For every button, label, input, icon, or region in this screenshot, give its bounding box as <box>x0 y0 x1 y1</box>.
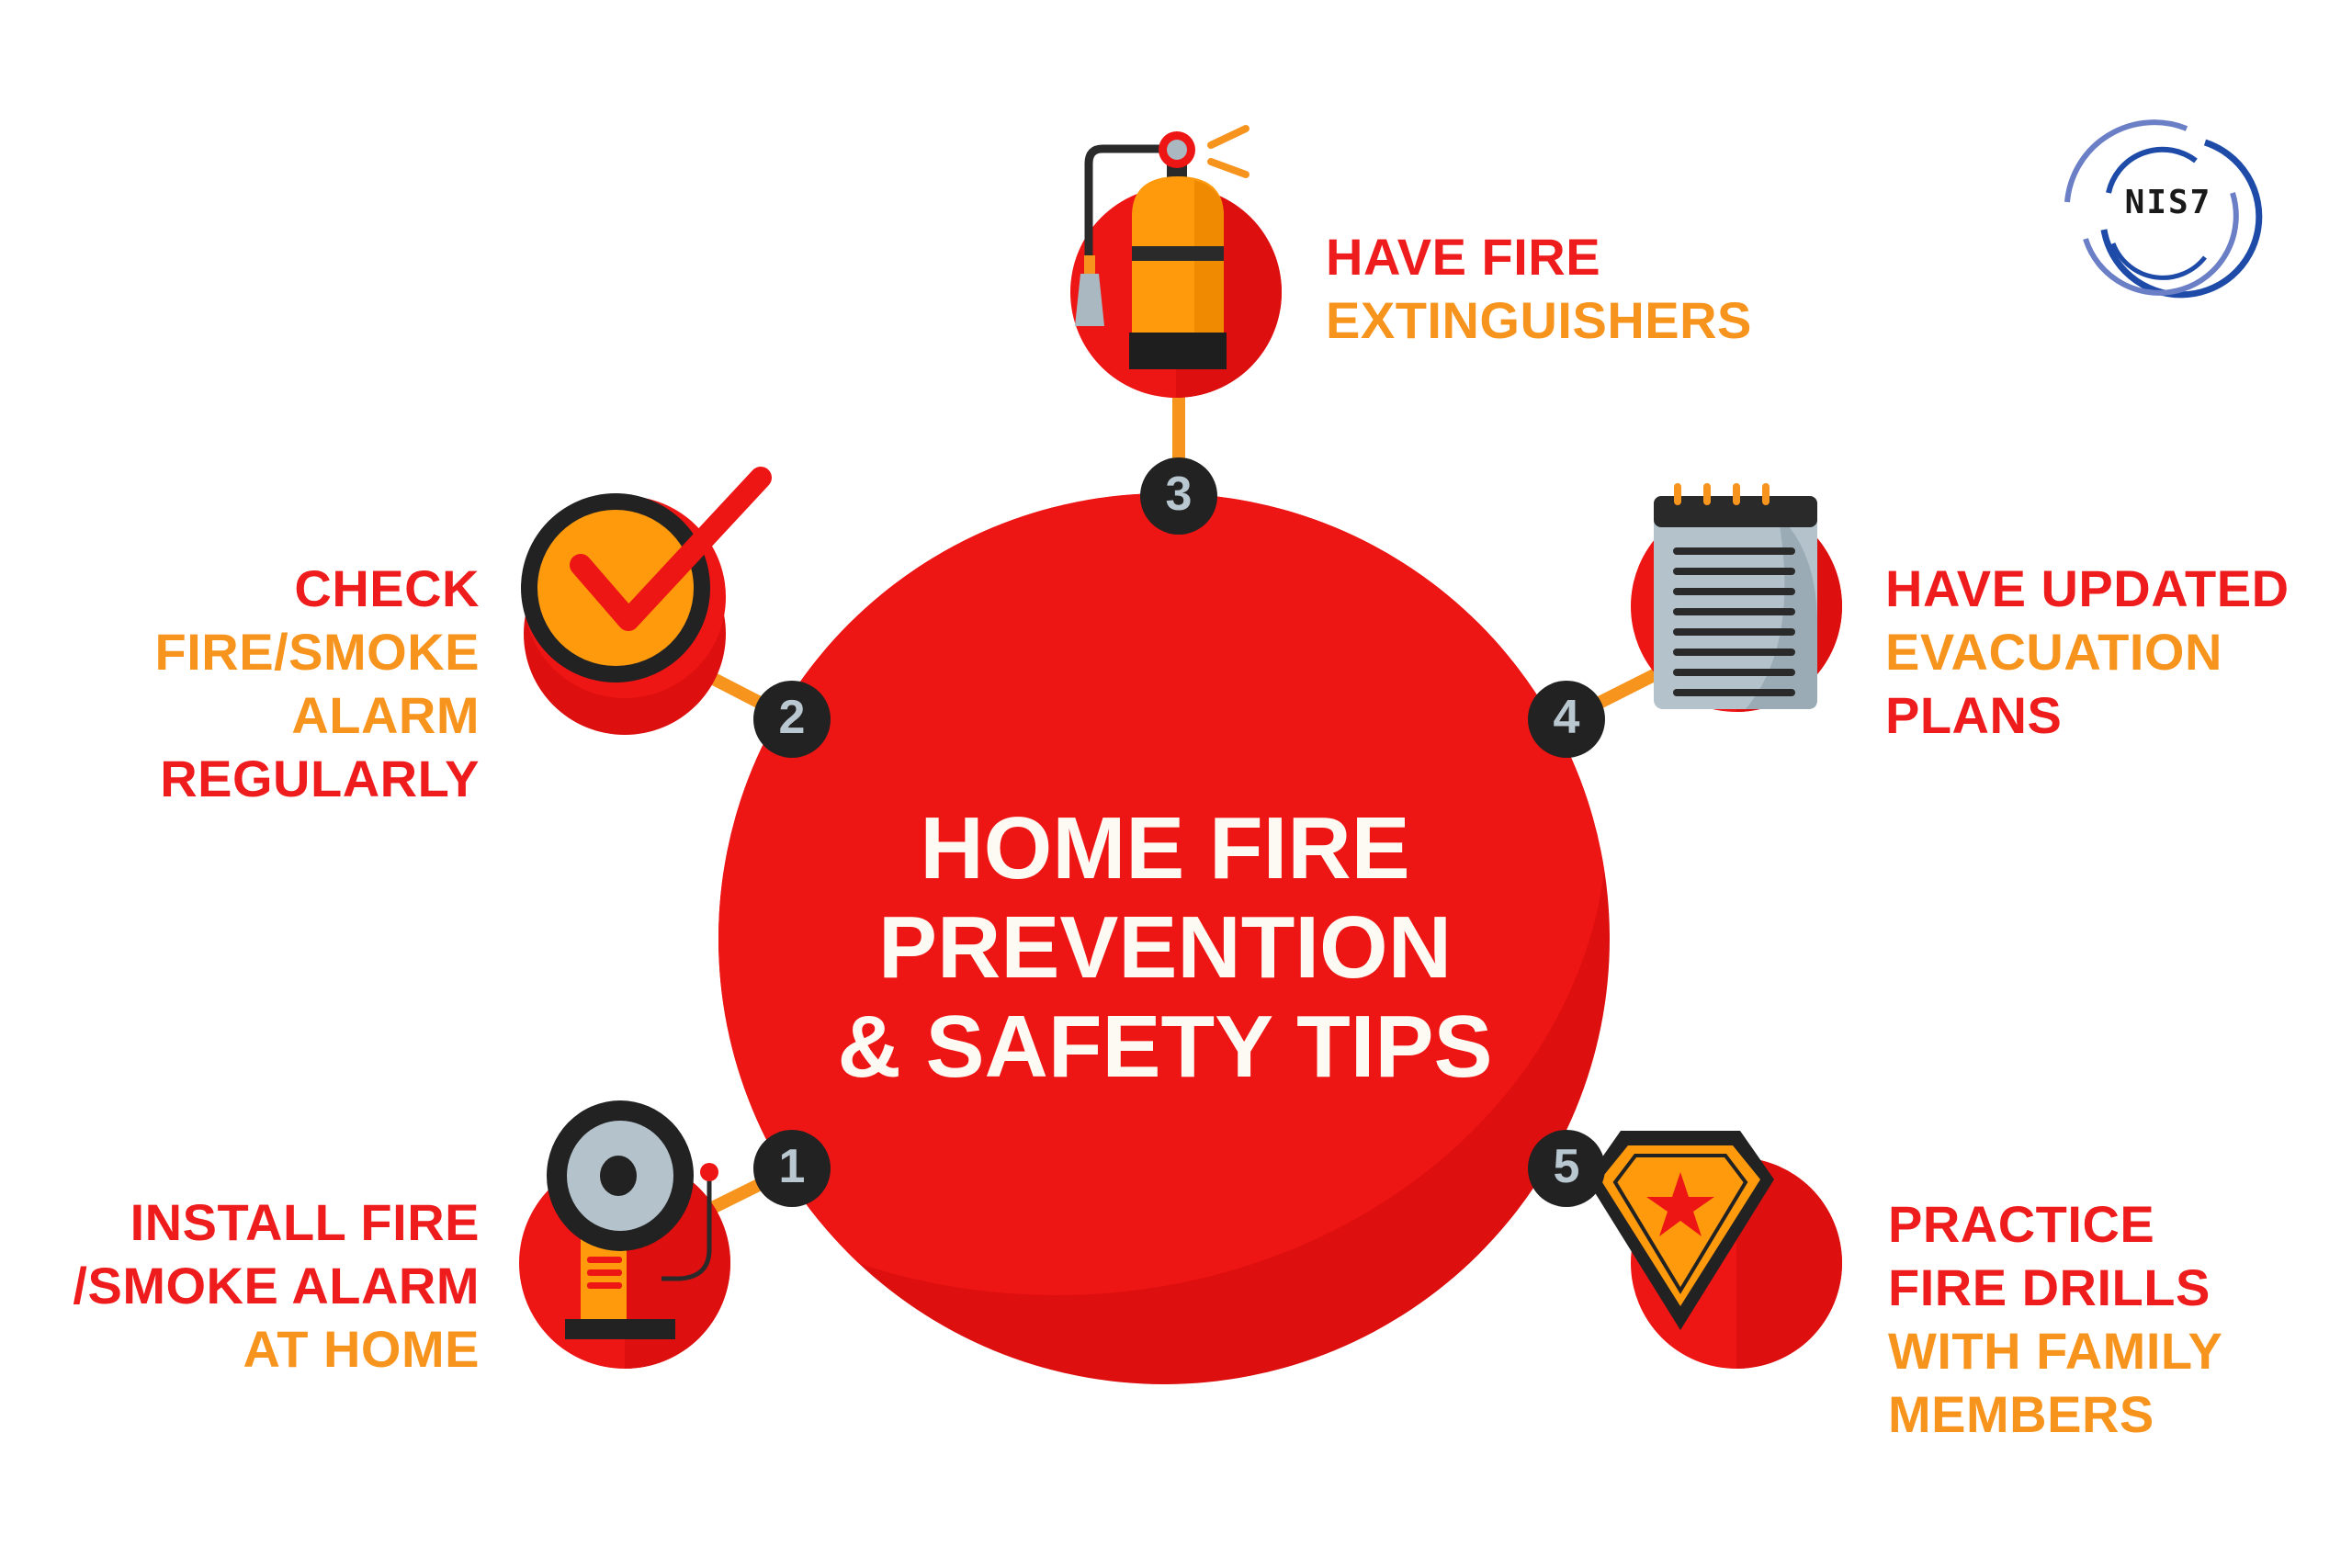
badge-number-1: 1 <box>778 1140 806 1193</box>
tip-2-line-4: REGULARLY <box>160 750 480 807</box>
tip-4-text: HAVE UPDATED EVACUATION PLANS <box>1885 557 2290 747</box>
checkmark-icon <box>521 467 772 735</box>
badge-number-2: 2 <box>778 691 806 744</box>
tip-1-text: INSTALL FIRE /SMOKE ALARM AT HOME <box>18 1190 480 1381</box>
star-shield-icon <box>1587 1131 1842 1369</box>
title-line-2: PREVENTION <box>877 898 1453 997</box>
tip-1-line-3: AT HOME <box>243 1320 480 1378</box>
tip-5-line-1: PRACTICE <box>1888 1195 2155 1253</box>
badge-number-4: 4 <box>1553 691 1580 744</box>
tip-3-line-2: EXTINGUISHERS <box>1326 291 1752 349</box>
tip-3-line-1: HAVE FIRE <box>1326 228 1601 286</box>
tip-3-text: HAVE FIRE EXTINGUISHERS <box>1326 225 1752 352</box>
badge-number-3: 3 <box>1165 468 1193 521</box>
tip-2-line-3: ALARM <box>291 686 480 744</box>
number-badges <box>753 457 1605 1207</box>
tip-5-line-2: FIRE DRILLS <box>1888 1258 2211 1316</box>
tip-4-line-2: EVACUATION <box>1885 623 2222 681</box>
tip-2-line-1: CHECK <box>294 559 480 617</box>
tip-5-line-4: MEMBERS <box>1888 1385 2154 1443</box>
page-title: HOME FIRE PREVENTION & SAFETY TIPS <box>719 799 1611 1097</box>
tip-2-line-2: FIRE/SMOKE <box>154 623 480 681</box>
tip-1-line-1: INSTALL FIRE <box>130 1193 480 1251</box>
fire-extinguisher-icon <box>1070 125 1282 398</box>
tip-2-text: CHECK FIRE/SMOKE ALARM REGULARLY <box>74 557 480 810</box>
tip-4-line-3: PLANS <box>1885 686 2063 744</box>
logo-text: NIS7 <box>2124 184 2212 221</box>
nist-swirl-logo-icon <box>2064 119 2263 299</box>
tip-1-line-2: /SMOKE ALARM <box>73 1257 480 1314</box>
fire-alarm-bell-icon <box>519 1100 730 1369</box>
tip-4-line-1: HAVE UPDATED <box>1885 559 2290 617</box>
tip-5-line-3: WITH FAMILY <box>1888 1322 2223 1380</box>
tip-5-text: PRACTICE FIRE DRILLS WITH FAMILY MEMBERS <box>1888 1192 2222 1446</box>
title-line-3: & SAFETY TIPS <box>837 998 1493 1096</box>
title-line-1: HOME FIRE <box>920 799 1410 897</box>
badge-number-5: 5 <box>1553 1140 1580 1193</box>
notepad-icon <box>1631 483 1842 712</box>
